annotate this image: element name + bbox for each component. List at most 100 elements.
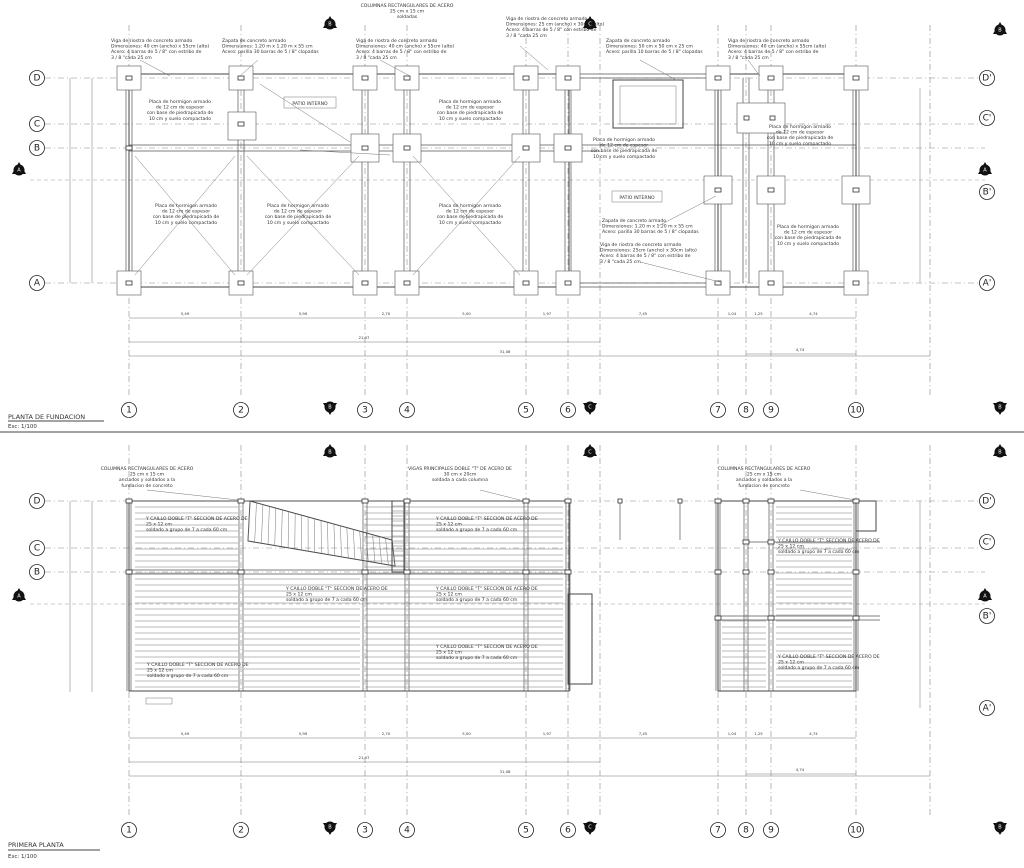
grid-bubble-right: C' — [979, 534, 995, 550]
grid-bubble-10: 10 — [848, 402, 864, 418]
dim-text: 2,70 — [382, 731, 391, 736]
note-line: 30 cm x 20cm — [444, 472, 477, 478]
column — [714, 187, 722, 193]
column — [714, 75, 722, 81]
column — [125, 75, 133, 81]
grid-bubble-5: 5 — [518, 822, 534, 838]
column — [361, 280, 369, 286]
grid-bubble-right: B' — [979, 608, 995, 624]
note-line: Y CAILLO DOBLE "T" SECCION DE ACERO DE — [146, 662, 249, 668]
grid-bubble-right-circle — [979, 608, 995, 624]
grid-bubble-4: 4 — [399, 822, 415, 838]
column — [522, 75, 530, 81]
section-cut-c: C — [583, 16, 597, 30]
grid-bubble-10-circle — [848, 822, 864, 838]
section-cut-b-right-disc — [994, 821, 1006, 833]
note-line: 10 cm y suelo compactado — [769, 141, 831, 147]
note-line: Acero: 4 barras de 5 / 8" con estribo de — [111, 49, 202, 55]
leader-line — [519, 45, 549, 71]
grid-bubble-right-label: D' — [982, 497, 991, 507]
note-line: de 12 cm de espesor — [600, 143, 648, 149]
stair-tread — [372, 534, 376, 563]
plan-scale: Esc: 1/100 — [8, 854, 37, 860]
note-line: 10 cm y suelo compactado — [777, 241, 839, 247]
leader-line — [239, 59, 259, 77]
grid-bubble-right-circle — [979, 493, 995, 509]
grid-bubble-left-circle — [29, 70, 45, 86]
note-line: 25 cm x 15 cm — [747, 472, 782, 478]
stair-landing — [391, 500, 405, 573]
leader-line — [639, 59, 677, 81]
patio-label: PATIO INTERNO — [292, 101, 328, 107]
note-line: de 12 cm de espesor — [162, 209, 210, 215]
steel-column — [522, 569, 530, 575]
grid-bubble-9-label: 9 — [768, 826, 774, 836]
section-cut-b-right-letter: B — [998, 405, 1002, 411]
section-cut-c-letter: C — [588, 405, 592, 411]
steel-column — [361, 569, 369, 575]
note-line: anclados y soldados a la — [119, 477, 175, 483]
stair-tread — [274, 508, 277, 546]
note-line: soldado a grupo de 7 a cada 60 cm — [436, 527, 518, 533]
note-line: Y CAILLO DOBLE "T" SECCION DE ACERO DE — [285, 586, 388, 592]
grid-bubble-6: 6 — [560, 822, 576, 838]
section-cut-b-disc — [324, 446, 336, 458]
grid-bubble-5-label: 5 — [523, 826, 529, 836]
steel-column — [714, 615, 722, 621]
note-line: soldado a grupo de 7 a cada 60 cm — [436, 597, 518, 603]
note-line: Acero: parilla 30 barras de 5 / 8" clopa… — [222, 49, 319, 55]
annotation-note: Viga de riostra de concreto armadoDimens… — [600, 242, 697, 265]
stair-tread — [333, 524, 336, 556]
column — [769, 115, 776, 121]
section-cut-c-disc — [584, 821, 596, 833]
note-line: 25 x 12 cm — [778, 544, 804, 550]
staircase — [247, 500, 405, 573]
grid-bubble-right: B' — [979, 184, 995, 200]
note-line: 25 x 12 cm — [436, 650, 462, 656]
note-line: soldado a grupo de 7 a cada 60 cm — [147, 673, 229, 679]
dim-total: 21,07 — [359, 335, 370, 340]
note-line: Acero: 4 barras de 5 / 8" con estribo de — [728, 49, 819, 55]
column — [852, 187, 860, 193]
note-line: Zapata de concreto armado — [606, 38, 670, 44]
section-cut-b-right-letter: B — [998, 825, 1002, 831]
slab-diagonal — [412, 155, 521, 276]
grid-bubble-1-circle — [121, 402, 137, 418]
column — [564, 75, 572, 81]
grid-bubble-1-label: 1 — [126, 406, 132, 416]
note-line: 3 / 8 "cada 25 cm — [356, 55, 397, 61]
section-cut-a: A — [12, 162, 26, 176]
section-cut-b-right-disc — [994, 401, 1006, 413]
note-line: Acero: 4 barras de 5 / 8" con estribo de — [356, 49, 447, 55]
grid-bubble-8: 8 — [738, 402, 754, 418]
annotation-note: Y CAILLO DOBLE "T" SECCION DE ACERO DE25… — [777, 654, 880, 671]
column — [522, 145, 530, 151]
section-cut-a-disc — [13, 164, 25, 176]
steel-column — [522, 498, 530, 504]
column — [403, 75, 411, 81]
note-line: 10 cm y suelo compactado — [593, 154, 655, 160]
grid-bubble-left-label: D — [34, 497, 41, 507]
grid-bubble-left-label: C — [34, 120, 40, 130]
section-cut-b-right: B — [993, 401, 1007, 415]
column — [714, 280, 722, 286]
column — [852, 75, 860, 81]
note-line: soldado a grupo de 7 a cada 60 cm — [146, 527, 228, 533]
section-cut-a-right: A — [978, 162, 992, 176]
plan-scale: Esc: 1/100 — [8, 424, 37, 430]
grid-bubble-right: C' — [979, 110, 995, 126]
note-line: Acero: parilla 30 barras de 5 / 8" clopa… — [602, 229, 699, 235]
note-line: Dimensiones: 40 cm (ancho) x 55cm (alto) — [356, 44, 454, 50]
grid-bubble-2-circle — [233, 822, 249, 838]
note-line: Placa de hormigon armado — [439, 99, 501, 105]
stair-tread — [281, 509, 283, 547]
note-line: Dimensiones: 1.20 m x 1.20 m x 55 cm — [602, 224, 693, 230]
plan-title: PLANTA DE FUNDACION — [8, 413, 85, 421]
annotation-note: Y CAILLO DOBLE "T" SECCION DE ACERO DE25… — [435, 586, 538, 603]
stair-tread — [346, 527, 349, 559]
post-cap — [677, 498, 683, 504]
column — [361, 75, 369, 81]
note-line: de 12 cm de espesor — [446, 105, 494, 111]
small-footing-area-inner — [619, 85, 677, 125]
note-line: soldada a cada columna — [432, 477, 488, 483]
